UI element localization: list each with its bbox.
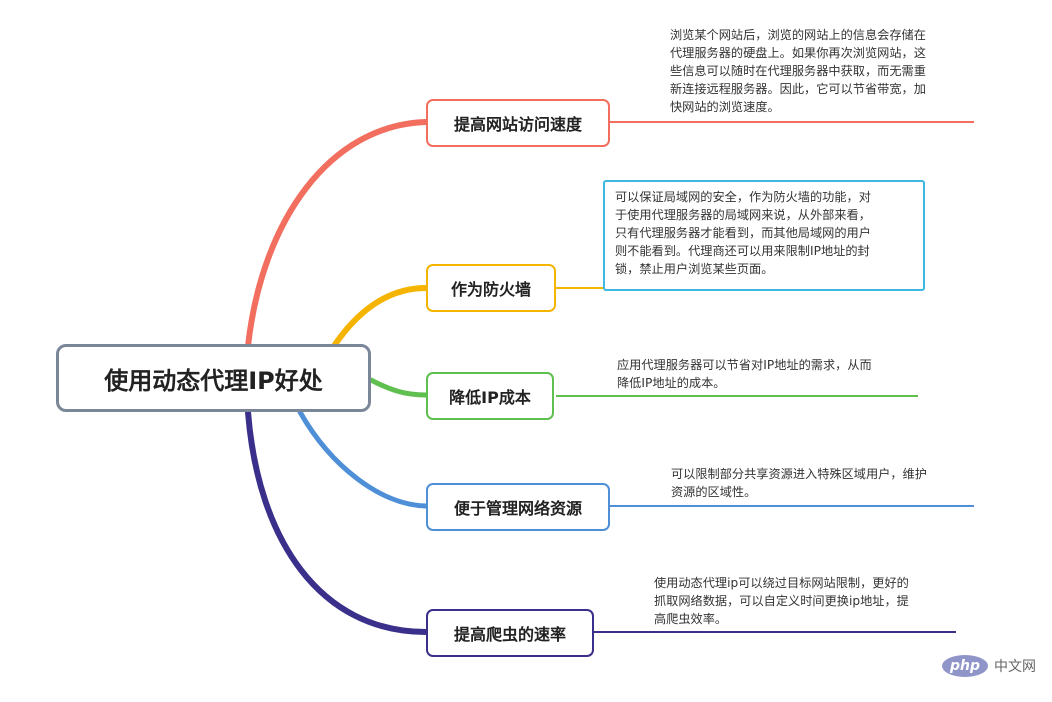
desc-line: 浏览某个网站后，浏览的网站上的信息会存储在 bbox=[670, 28, 926, 42]
branch-topic-speed[interactable]: 提高网站访问速度 bbox=[426, 99, 610, 147]
desc-line: 则不能看到。代理商还可以用来限制IP地址的封 bbox=[615, 244, 870, 258]
description-crawler: 使用动态代理ip可以绕过目标网站限制，更好的 抓取网络数据，可以自定义时间更换i… bbox=[654, 574, 954, 628]
branch-topic-firewall[interactable]: 作为防火墙 bbox=[426, 264, 556, 312]
watermark-text: 中文网 bbox=[994, 659, 1036, 675]
connector-1 bbox=[331, 285, 429, 349]
desc-line: 快网站的浏览速度。 bbox=[670, 100, 780, 114]
root-topic[interactable]: 使用动态代理IP好处 bbox=[56, 344, 371, 412]
connector-4 bbox=[245, 409, 429, 635]
desc-line: 锁，禁止用户浏览某些页面。 bbox=[615, 262, 774, 276]
branch-topic-ip-cost[interactable]: 降低IP成本 bbox=[426, 372, 554, 420]
desc-line: 资源的区域性。 bbox=[671, 485, 757, 499]
desc-line: 抓取网络数据，可以自定义时间更换ip地址，提 bbox=[654, 594, 909, 608]
desc-line: 使用动态代理ip可以绕过目标网站限制，更好的 bbox=[654, 576, 909, 590]
desc-line: 高爬虫效率。 bbox=[654, 612, 728, 626]
branch-topic-crawler[interactable]: 提高爬虫的速率 bbox=[426, 609, 594, 657]
desc-line: 可以限制部分共享资源进入特殊区域用户，维护 bbox=[671, 467, 927, 481]
connector-0 bbox=[245, 119, 429, 349]
connector-2 bbox=[368, 377, 429, 398]
branch-topic-resources[interactable]: 便于管理网络资源 bbox=[426, 483, 610, 531]
connector-3 bbox=[297, 409, 429, 509]
description-ip-cost: 应用代理服务器可以节省对IP地址的需求，从而 降低IP地址的成本。 bbox=[617, 356, 917, 392]
desc-line: 应用代理服务器可以节省对IP地址的需求，从而 bbox=[617, 358, 872, 372]
desc-line: 降低IP地址的成本。 bbox=[617, 376, 726, 390]
desc-line: 些信息可以随时在代理服务器中获取，而无需重 bbox=[670, 64, 926, 78]
description-speed: 浏览某个网站后，浏览的网站上的信息会存储在 代理服务器的硬盘上。如果你再次浏览网… bbox=[670, 26, 970, 116]
site-watermark: php 中文网 bbox=[942, 655, 1036, 677]
desc-line: 可以保证局域网的安全，作为防火墙的功能，对 bbox=[615, 190, 871, 204]
description-resources: 可以限制部分共享资源进入特殊区域用户，维护 资源的区域性。 bbox=[671, 465, 971, 501]
desc-line: 代理服务器的硬盘上。如果你再次浏览网站，这 bbox=[670, 46, 926, 60]
desc-line: 于使用代理服务器的局域网来说，从外部来看， bbox=[615, 208, 871, 222]
description-firewall[interactable]: 可以保证局域网的安全，作为防火墙的功能，对 于使用代理服务器的局域网来说，从外部… bbox=[603, 180, 925, 291]
desc-line: 只有代理服务器才能看到，而其他局域网的用户 bbox=[615, 226, 871, 240]
desc-line: 新连接远程服务器。因此，它可以节省带宽，加 bbox=[670, 82, 926, 96]
php-logo-icon: php bbox=[942, 655, 988, 677]
